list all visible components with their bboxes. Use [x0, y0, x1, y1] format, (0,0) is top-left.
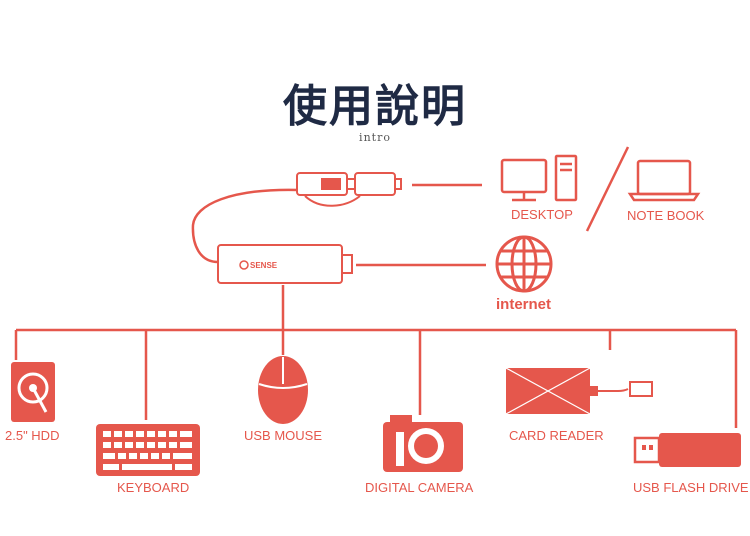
internet-label: internet — [496, 296, 552, 313]
usb-hub: SENSE — [217, 244, 353, 284]
card-reader-icon — [505, 367, 653, 415]
notebook-icon — [627, 159, 701, 202]
hdd-icon — [11, 362, 55, 422]
flash-drive-label: USB FLASH DRIVE — [633, 480, 749, 495]
page-subtitle: intro — [359, 131, 391, 144]
card-reader-label: CARD READER — [509, 428, 604, 443]
hub-brand: SENSE — [250, 261, 278, 270]
usb-plug-icon — [296, 172, 402, 207]
mouse-label: USB MOUSE — [244, 428, 323, 443]
desktop-icon — [500, 154, 578, 202]
mouse-icon — [258, 356, 308, 424]
hdd-label: 2.5" HDD — [5, 428, 60, 443]
flash-drive-icon — [633, 433, 741, 467]
hub-cable — [191, 188, 301, 264]
divider-slash — [585, 146, 630, 232]
camera-label: DIGITAL CAMERA — [365, 480, 474, 495]
keyboard-icon — [96, 424, 200, 476]
keyboard-label: KEYBOARD — [117, 480, 190, 495]
camera-icon — [383, 415, 463, 472]
notebook-label: NOTE BOOK — [627, 208, 705, 223]
desktop-label: DESKTOP — [511, 207, 573, 222]
globe-icon — [495, 235, 553, 293]
page-title: 使用說明 — [283, 81, 467, 132]
